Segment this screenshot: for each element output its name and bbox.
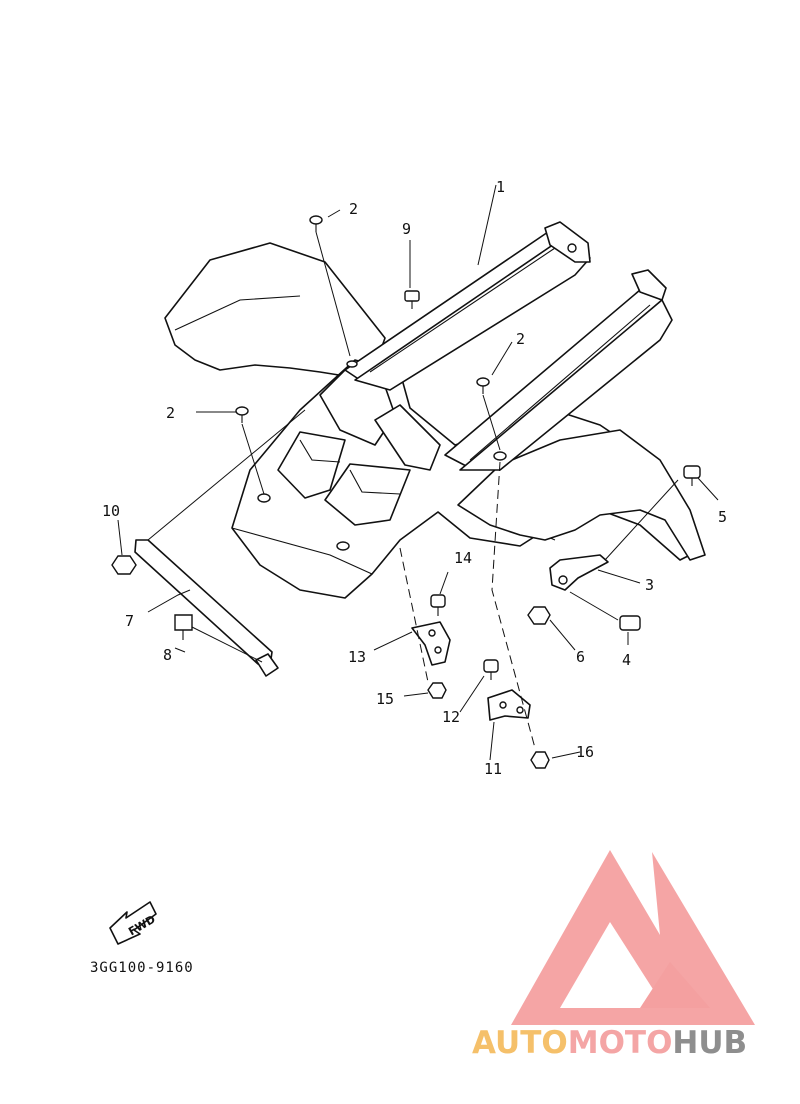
watermark-text: AUTOMOTOHUB — [472, 1025, 747, 1061]
leader-lines — [117, 184, 719, 761]
bolt-14 — [430, 594, 446, 616]
bracket-11 — [487, 689, 531, 721]
fender-assembly — [164, 221, 706, 599]
callout-12: 12 — [442, 708, 460, 726]
nut-16 — [530, 751, 550, 769]
screw-2-left — [235, 406, 249, 423]
fwd-arrow-icon: FWD — [109, 901, 158, 945]
nut-10 — [111, 555, 137, 575]
callout-16: 16 — [576, 743, 594, 761]
callout-9: 9 — [402, 220, 411, 238]
callout-14: 14 — [454, 549, 472, 567]
callout-5: 5 — [718, 508, 727, 526]
nut-6 — [527, 606, 551, 625]
watermark-hub: HUB — [672, 1025, 747, 1061]
nut-15 — [427, 682, 447, 699]
stay-3 — [549, 554, 609, 591]
callouts: 1 2 9 2 2 10 5 3 14 7 8 13 6 4 15 12 16 … — [102, 178, 727, 778]
screw-2-right — [476, 377, 490, 394]
callout-15: 15 — [376, 690, 394, 708]
callout-10: 10 — [102, 502, 120, 520]
callout-2-top: 2 — [349, 200, 358, 218]
callout-6: 6 — [576, 648, 585, 666]
callout-13: 13 — [348, 648, 366, 666]
callout-3: 3 — [645, 576, 654, 594]
bolt-4 — [619, 615, 641, 631]
callout-7: 7 — [125, 612, 134, 630]
callout-11: 11 — [484, 760, 502, 778]
watermark-auto: AUTO — [472, 1025, 568, 1061]
bolt-5 — [683, 465, 701, 486]
callout-2-right: 2 — [516, 330, 525, 348]
bolt-8 — [174, 614, 193, 640]
watermark-logo — [511, 850, 755, 1025]
callout-4: 4 — [622, 651, 631, 669]
callout-2-left: 2 — [166, 404, 175, 422]
watermark-moto: MOTO — [568, 1025, 673, 1061]
bracket-13 — [411, 621, 451, 666]
callout-1: 1 — [496, 178, 505, 196]
screw-2-top — [309, 215, 323, 232]
callout-8: 8 — [163, 646, 172, 664]
bolt-12 — [483, 659, 499, 680]
diagram-code: 3GG100-9160 — [90, 960, 194, 976]
bolt-9 — [404, 290, 420, 309]
